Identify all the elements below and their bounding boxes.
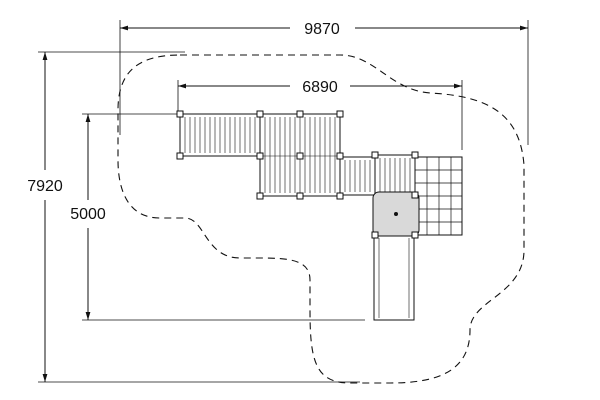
dimension-label-7920: 7920 xyxy=(27,178,63,195)
deck-connector xyxy=(339,156,376,196)
deck-right-slats xyxy=(379,158,411,192)
post xyxy=(336,110,344,118)
post xyxy=(296,152,304,160)
safety-zone-outline xyxy=(117,54,525,384)
dimension-overall-depth: 7920 xyxy=(27,51,360,383)
post xyxy=(176,152,184,160)
post xyxy=(296,110,304,118)
post xyxy=(336,152,344,160)
post xyxy=(371,231,379,239)
dimension-label-5000: 5000 xyxy=(70,206,106,223)
post xyxy=(296,192,304,200)
post xyxy=(371,151,379,159)
post xyxy=(256,152,264,160)
deck-left-slats xyxy=(184,117,256,153)
deck-center-slats xyxy=(260,117,340,193)
dimension-overall-width: 9870 xyxy=(119,20,529,145)
post xyxy=(256,192,264,200)
post xyxy=(176,110,184,118)
deck-left xyxy=(179,113,263,157)
post xyxy=(256,110,264,118)
deck-connector-slats xyxy=(344,160,371,192)
climbing-net-grid xyxy=(415,157,462,235)
platform-center-marker xyxy=(394,212,398,216)
post xyxy=(411,231,419,239)
dimension-label-9870: 9870 xyxy=(304,21,340,38)
slide xyxy=(373,235,415,321)
dimension-structure-width: 6890 xyxy=(177,79,463,150)
post xyxy=(411,191,419,199)
posts xyxy=(176,110,419,239)
play-structure xyxy=(176,110,463,321)
dimension-label-6890: 6890 xyxy=(302,79,338,96)
post xyxy=(411,151,419,159)
post xyxy=(336,192,344,200)
dimension-structure-depth: 5000 xyxy=(70,113,365,321)
